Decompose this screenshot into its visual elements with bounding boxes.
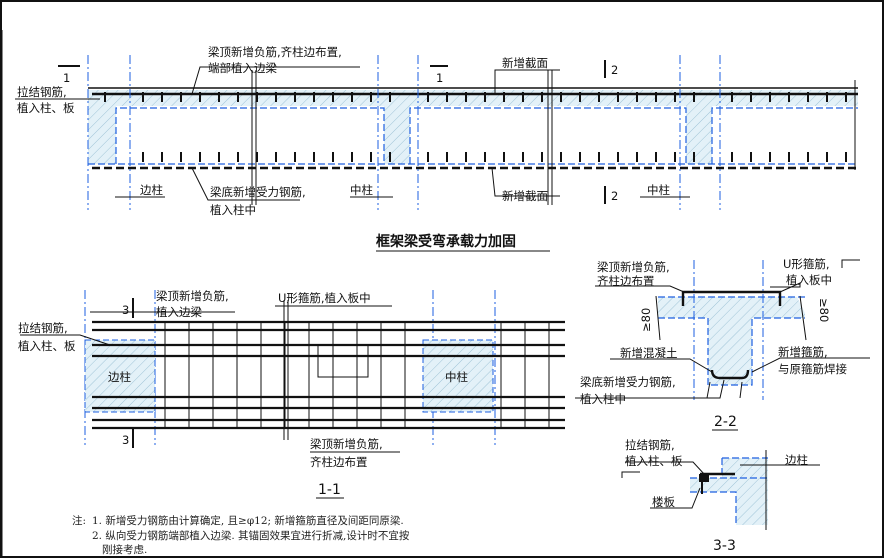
s33-tie-bars-2: 植入柱、板 xyxy=(625,454,683,468)
elev-top-bars-label-1: 梁顶新增负筋,齐柱边布置, xyxy=(208,45,342,59)
plan-middle-column: 中柱 xyxy=(445,370,468,384)
section-mark-1-right: 1 xyxy=(436,71,443,85)
section-3-3 xyxy=(621,450,820,530)
elev-top-bars-label-2: 端部植入边梁 xyxy=(208,61,277,75)
s22-new-concrete: 新增混凝土 xyxy=(620,346,678,360)
section-mark-3-bottom: 3 xyxy=(122,433,129,447)
s22-u-stirrup-2: 植入板中 xyxy=(786,273,832,287)
plan-edge-column: 边柱 xyxy=(108,370,131,384)
s33-caption: 3-3 xyxy=(713,538,736,554)
s33-slab: 楼板 xyxy=(652,495,675,509)
elev-tie-bars-label-2: 植入柱、板 xyxy=(17,101,75,115)
elev-new-section-bottom: 新增截面 xyxy=(502,189,548,203)
plan-top-bars-bottom-2: 齐柱边布置 xyxy=(310,455,368,469)
s22-top-bars-1: 梁顶新增负筋, xyxy=(597,260,670,274)
plan-tie-bars-label-2: 植入柱、板 xyxy=(18,339,76,353)
s22-top-bars-2: 齐柱边布置 xyxy=(597,274,655,288)
s22-new-stirrup-1: 新增箍筋, xyxy=(778,345,828,359)
notes-prefix: 注: xyxy=(72,514,86,527)
elev-tie-bars-label-1: 拉结钢筋, xyxy=(17,85,67,99)
elev-middle-column: 中柱 xyxy=(350,183,373,197)
plan-u-stirrup-label: U形箍筋,植入板中 xyxy=(278,291,371,305)
s33-edge-column: 边柱 xyxy=(785,453,808,467)
section-mark-2-bottom: 2 xyxy=(611,189,618,203)
s22-new-stirrup-2: 与原箍筋焊接 xyxy=(778,362,847,376)
drawing-title: 框架梁受弯承载力加固 xyxy=(376,233,516,250)
s22-u-stirrup-1: U形箍筋, xyxy=(783,257,830,271)
plan-1-1 xyxy=(20,290,565,453)
plan-top-bars-label-1: 梁顶新增负筋, xyxy=(156,289,229,303)
s22-bottom-bars-1: 梁底新增受力钢筋, xyxy=(580,375,676,389)
elev-bottom-bars-label-1: 梁底新增受力钢筋, xyxy=(210,185,306,199)
note-2: 2. 纵向受力钢筋端部植入边梁. 其锚固效果宜进行折减,设计时不宜按 xyxy=(92,529,410,542)
elev-edge-column: 边柱 xyxy=(140,183,163,197)
s22-caption: 2-2 xyxy=(714,414,737,430)
s22-bottom-bars-2: 植入柱中 xyxy=(580,392,626,406)
section-mark-1-left: 1 xyxy=(63,71,70,85)
elev-middle-column-2: 中柱 xyxy=(647,183,670,197)
section-mark-3-top: 3 xyxy=(122,303,129,317)
note-3: 刚接考虑. xyxy=(102,543,147,556)
plan-top-bars-label-2: 植入边梁 xyxy=(156,305,202,319)
plan-tie-bars-label-1: 拉结钢筋, xyxy=(18,321,68,335)
s33-tie-bars-1: 拉结钢筋, xyxy=(625,438,675,452)
elev-bottom-bars-label-2: 植入柱中 xyxy=(210,203,256,217)
section-mark-2-top: 2 xyxy=(611,63,618,77)
plan-top-bars-bottom-1: 梁顶新增负筋, xyxy=(310,437,383,451)
s22-dim-left: ≥80 xyxy=(639,308,653,332)
note-1: 1. 新增受力钢筋由计算确定, 且≥φ12; 新增箍筋直径及间距同原梁. xyxy=(92,514,404,527)
plan-caption: 1-1 xyxy=(318,482,341,498)
elev-new-section-top: 新增截面 xyxy=(502,56,548,70)
section-2-2 xyxy=(575,259,870,400)
beam-elevation xyxy=(15,55,858,210)
s22-dim-right: ≥80 xyxy=(817,298,831,322)
